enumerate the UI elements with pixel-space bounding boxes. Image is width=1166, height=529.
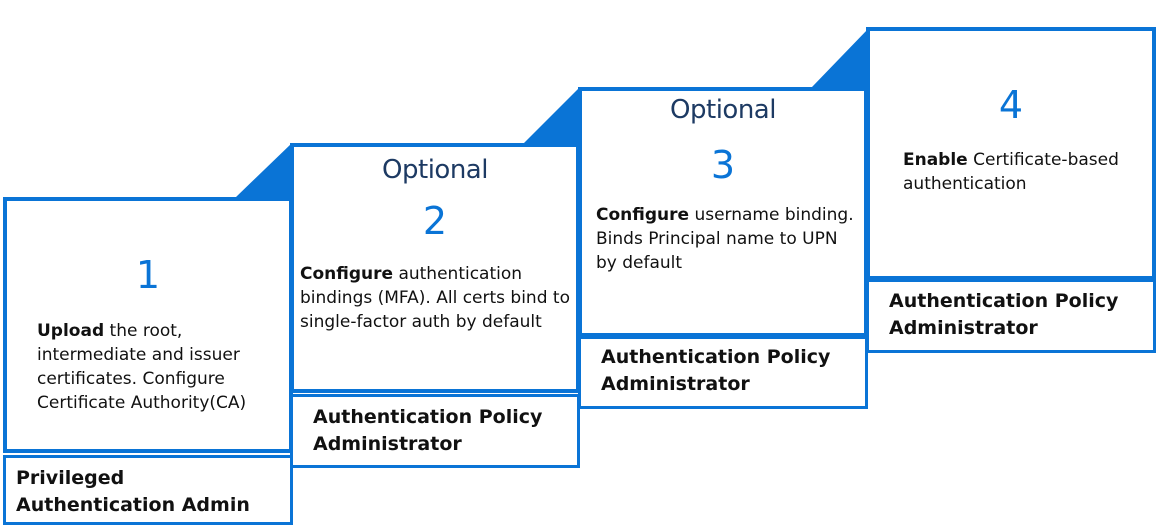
step-3-text: username binding. Binds Principal name t… xyxy=(596,205,854,273)
connector-3-4 xyxy=(812,29,868,87)
step-3-role-box: Authentication Policy Administrator xyxy=(578,336,868,409)
step-4-role-box: Authentication Policy Administrator xyxy=(866,279,1156,353)
connector-2-3 xyxy=(524,87,580,143)
step-3-optional-label: Optional xyxy=(670,95,776,125)
step-4-description: Enable Certificate-based authentication xyxy=(903,148,1133,196)
step-2-description: Configure authentication bindings (MFA).… xyxy=(300,262,570,334)
step-2-role: Authentication Policy Administrator xyxy=(313,406,543,455)
step-4-role: Authentication Policy Administrator xyxy=(889,290,1119,339)
step-2-number: 2 xyxy=(422,199,448,243)
step-1-verb: Upload xyxy=(37,321,105,341)
step-4-number: 4 xyxy=(998,83,1024,127)
step-4-card: 4 Enable Certificate-based authenticatio… xyxy=(866,27,1156,280)
step-3-verb: Configure xyxy=(596,205,690,225)
step-1-role: Privileged Authentication Admin xyxy=(16,467,250,516)
step-2-optional-label: Optional xyxy=(382,155,488,185)
step-3-card: Optional 3 Configure username binding. B… xyxy=(578,87,868,337)
step-2-role-box: Authentication Policy Administrator xyxy=(290,394,580,468)
step-1-number: 1 xyxy=(135,253,161,297)
step-3-description: Configure username binding. Binds Princi… xyxy=(596,203,861,275)
step-2-text: authentication bindings (MFA). All certs… xyxy=(300,264,570,332)
step-1-card: 1 Upload the root, intermediate and issu… xyxy=(3,197,293,453)
step-3-role: Authentication Policy Administrator xyxy=(601,346,831,395)
step-4-verb: Enable xyxy=(903,150,968,170)
step-2-card: Optional 2 Configure authentication bind… xyxy=(290,143,580,393)
step-1-text: the root, intermediate and issuer certif… xyxy=(37,321,247,413)
step-3-number: 3 xyxy=(710,143,736,187)
step-4-text: Certificate-based authentication xyxy=(903,150,1119,194)
step-1-description: Upload the root, intermediate and issuer… xyxy=(37,319,267,415)
step-1-role-box: Privileged Authentication Admin xyxy=(3,455,293,525)
connector-1-2 xyxy=(236,143,292,197)
step-2-verb: Configure xyxy=(300,264,394,284)
